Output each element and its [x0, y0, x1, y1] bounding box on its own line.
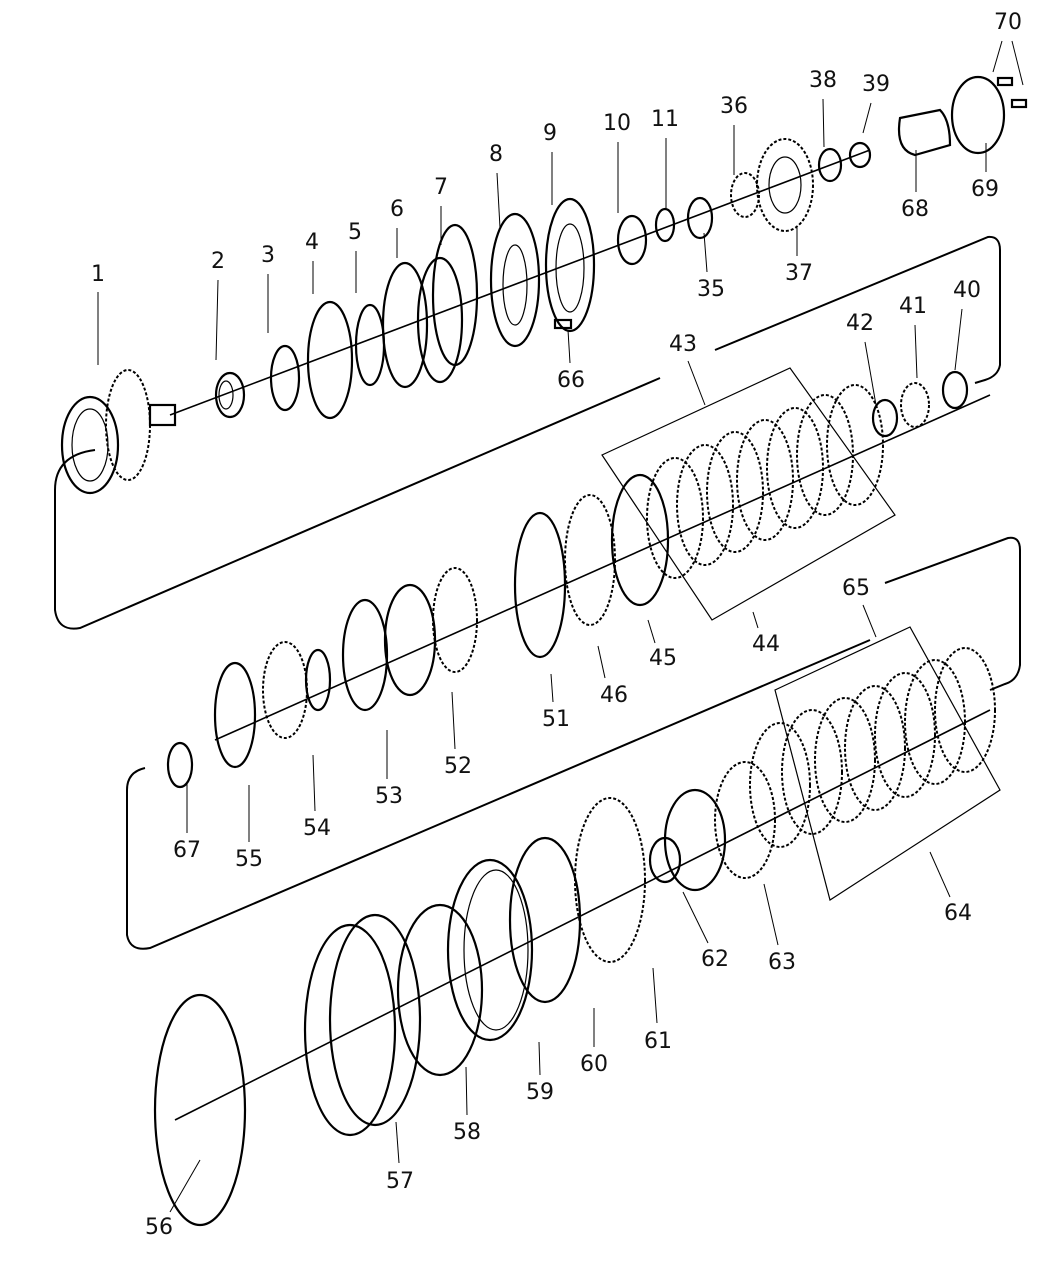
part-54-sun-gear — [262, 641, 332, 739]
clutch-pack-64-65 — [749, 647, 996, 848]
callout-6: 6 — [390, 197, 404, 222]
connector-frame-left-upper — [54, 377, 661, 630]
callout-2: 2 — [211, 249, 225, 274]
part-59-piston — [446, 858, 534, 1042]
callout-46: 46 — [600, 683, 628, 708]
callout-38: 38 — [809, 68, 837, 93]
callout-39: 39 — [862, 72, 890, 97]
part-55-snap-ring — [213, 661, 257, 769]
part-35-washer — [686, 196, 714, 240]
part-36-gear — [730, 172, 760, 218]
part-62-snap-ring — [648, 836, 682, 884]
callout-41: 41 — [899, 294, 927, 319]
part-52-ring-gear — [383, 567, 478, 697]
part-11-washer — [654, 207, 676, 243]
callout-36: 36 — [720, 94, 748, 119]
callout-68: 68 — [901, 197, 929, 222]
callout-5: 5 — [348, 220, 362, 245]
callout-56: 56 — [145, 1215, 173, 1240]
part-53-snap-ring — [341, 598, 389, 712]
callout-51: 51 — [542, 707, 570, 732]
callout-40: 40 — [953, 278, 981, 303]
callout-44: 44 — [752, 632, 780, 657]
callout-7: 7 — [434, 175, 448, 200]
part-66-bolt — [553, 318, 573, 330]
part-68-housing — [897, 108, 952, 157]
callout-4: 4 — [305, 230, 319, 255]
connector-frame-left-lower — [126, 639, 871, 950]
part-46-plate — [564, 494, 616, 626]
callout-58: 58 — [453, 1120, 481, 1145]
callout-1: 1 — [91, 262, 105, 287]
callout-61: 61 — [644, 1029, 672, 1054]
part-70-bolt — [1010, 98, 1028, 109]
part-3-snap-ring — [269, 344, 301, 412]
part-70-bolt — [996, 76, 1014, 87]
callout-59: 59 — [526, 1080, 554, 1105]
callout-63: 63 — [768, 950, 796, 975]
part-51-snap-ring — [513, 511, 567, 659]
callout-11: 11 — [651, 107, 679, 132]
callout-52: 52 — [444, 754, 472, 779]
callout-3: 3 — [261, 243, 275, 268]
part-38-washer — [817, 147, 843, 183]
connector-frame-right-lower — [884, 536, 1021, 691]
callout-9: 9 — [543, 121, 557, 146]
callout-42: 42 — [846, 311, 874, 336]
part-61-plate — [574, 797, 646, 963]
parts-40-42 — [871, 370, 969, 438]
callout-66: 66 — [557, 368, 585, 393]
callout-10: 10 — [603, 111, 631, 136]
part-45-plate — [610, 473, 670, 607]
part-2-bearing — [214, 371, 246, 419]
callout-67: 67 — [173, 838, 201, 863]
part-67-washer — [166, 741, 194, 789]
part-8-plate — [489, 212, 541, 348]
middle-axis-line — [214, 394, 991, 741]
upper-axis-line — [169, 149, 871, 416]
part-10-bearing — [616, 214, 648, 266]
callout-43: 43 — [669, 332, 697, 357]
part-56-snap-ring — [153, 993, 247, 1227]
part-6-drum — [381, 256, 464, 389]
callout-65: 65 — [842, 576, 870, 601]
leader-lines — [97, 40, 1024, 1213]
callout-8: 8 — [489, 142, 503, 167]
callout-37: 37 — [785, 261, 813, 286]
callout-60: 60 — [580, 1052, 608, 1077]
callout-53: 53 — [375, 784, 403, 809]
part-4-plate — [306, 300, 354, 420]
part-9-plate — [544, 197, 596, 333]
part-7-ring — [431, 223, 479, 367]
bracket-64-65 — [774, 626, 1001, 901]
part-39-hub — [848, 141, 872, 169]
callout-69: 69 — [971, 177, 999, 202]
callout-70: 70 — [994, 10, 1022, 35]
part-57-retainer — [303, 913, 422, 1137]
callout-54: 54 — [303, 816, 331, 841]
callout-55: 55 — [235, 847, 263, 872]
part-69-plate — [950, 75, 1006, 155]
callout-45: 45 — [649, 646, 677, 671]
bracket-43-44 — [601, 367, 896, 621]
part-63-clutch-hub — [663, 761, 776, 892]
part-60-spring — [508, 836, 582, 1004]
callout-64: 64 — [944, 901, 972, 926]
callout-62: 62 — [701, 947, 729, 972]
connector-frame-right-upper — [714, 235, 1001, 384]
part-5-ring — [354, 303, 386, 387]
part-1-planetary-carrier — [60, 369, 177, 495]
callout-57: 57 — [386, 1169, 414, 1194]
callout-35: 35 — [697, 277, 725, 302]
part-58-seal — [396, 903, 484, 1077]
lower-axis-line — [174, 709, 991, 1121]
part-37-gear — [756, 138, 814, 232]
clutch-pack-43-44 — [646, 384, 884, 579]
